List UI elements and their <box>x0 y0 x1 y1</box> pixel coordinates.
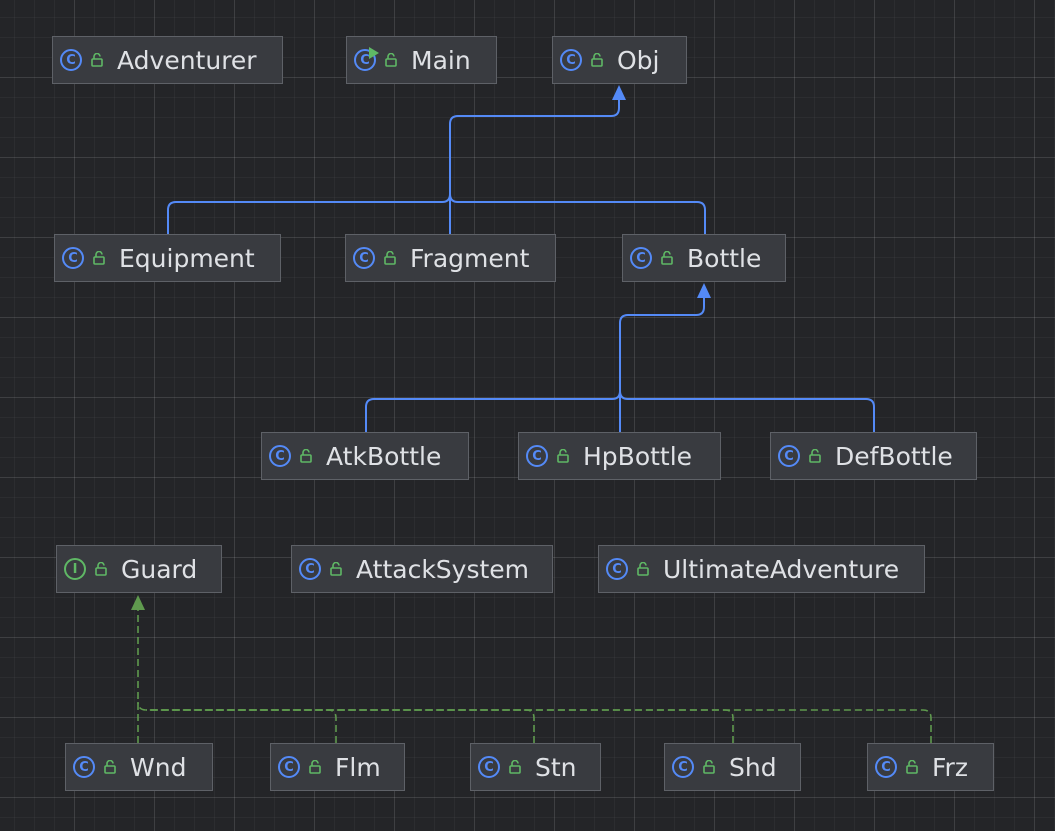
edge-bottle-obj <box>449 193 706 234</box>
class-icon: C <box>526 445 548 467</box>
class-icon: C <box>62 247 84 269</box>
class-node-hpbottle[interactable]: C HpBottle <box>518 432 721 480</box>
unlocked-icon <box>300 449 312 463</box>
class-icon: C <box>60 49 82 71</box>
class-node-equipment[interactable]: C Equipment <box>54 234 281 282</box>
edge-trunk-obj <box>449 96 620 125</box>
class-name: DefBottle <box>835 441 953 471</box>
interface-icon: I <box>64 558 86 580</box>
class-node-defbottle[interactable]: C DefBottle <box>770 432 977 480</box>
class-name: Adventurer <box>117 45 257 75</box>
edge-defbottle-bottle <box>619 390 875 432</box>
class-icon: C <box>606 558 628 580</box>
edge-flm-guard <box>137 701 337 743</box>
class-icon: C <box>672 756 694 778</box>
class-name: Fragment <box>410 243 530 273</box>
unlocked-icon <box>509 760 521 774</box>
class-node-bottle[interactable]: C Bottle <box>622 234 786 282</box>
edge-shd-guard <box>146 709 734 743</box>
implements-arrow-guard <box>131 595 145 610</box>
class-node-obj[interactable]: C Obj <box>552 36 687 84</box>
edge-equipment-obj <box>167 193 451 234</box>
class-icon: C <box>73 756 95 778</box>
runnable-class-icon: C <box>354 47 379 71</box>
class-name: HpBottle <box>583 441 693 471</box>
class-icon: C <box>630 247 652 269</box>
class-name: Flm <box>335 752 381 782</box>
edge-frz-guard <box>146 709 932 743</box>
extends-edges-obj <box>167 96 706 234</box>
unlocked-icon <box>309 760 321 774</box>
class-node-atkbottle[interactable]: C AtkBottle <box>261 432 469 480</box>
unlocked-icon <box>104 760 116 774</box>
extends-arrow-obj <box>612 85 626 100</box>
unlocked-icon <box>703 760 715 774</box>
unlocked-icon <box>385 53 397 67</box>
implements-edges-guard <box>137 610 932 743</box>
class-node-shd[interactable]: C Shd <box>664 743 801 791</box>
interface-name: Guard <box>121 554 198 584</box>
edge-stn-guard <box>146 709 535 743</box>
unlocked-icon <box>95 562 107 576</box>
class-icon: C <box>478 756 500 778</box>
class-name: Frz <box>932 752 968 782</box>
unlocked-icon <box>91 53 103 67</box>
class-name: Stn <box>535 752 577 782</box>
class-name: Main <box>411 45 471 75</box>
extends-arrow-bottle <box>697 283 711 298</box>
unlocked-icon <box>557 449 569 463</box>
class-name: AtkBottle <box>326 441 442 471</box>
class-node-attacksystem[interactable]: C AttackSystem <box>291 545 553 593</box>
class-node-stn[interactable]: C Stn <box>470 743 601 791</box>
class-node-fragment[interactable]: C Fragment <box>345 234 556 282</box>
class-icon: C <box>778 445 800 467</box>
unlocked-icon <box>809 449 821 463</box>
class-icon: C <box>278 756 300 778</box>
unlocked-icon <box>637 562 649 576</box>
class-icon: C <box>360 52 370 68</box>
class-node-frz[interactable]: C Frz <box>867 743 994 791</box>
unlocked-icon <box>384 251 396 265</box>
unlocked-icon <box>330 562 342 576</box>
edge-trunk-bottle <box>619 294 705 324</box>
class-name: Wnd <box>130 752 187 782</box>
class-icon: C <box>269 445 291 467</box>
unlocked-icon <box>906 760 918 774</box>
unlocked-icon <box>93 251 105 265</box>
class-icon: C <box>875 756 897 778</box>
class-node-ultimateadventure[interactable]: C UltimateAdventure <box>598 545 925 593</box>
class-name: Obj <box>617 45 660 75</box>
unlocked-icon <box>591 53 603 67</box>
class-icon: C <box>560 49 582 71</box>
class-name: Bottle <box>687 243 762 273</box>
class-name: Equipment <box>119 243 255 273</box>
class-icon: C <box>299 558 321 580</box>
class-node-main[interactable]: C Main <box>346 36 497 84</box>
class-icon: C <box>353 247 375 269</box>
edge-atkbottle-bottle <box>365 390 621 432</box>
class-name: UltimateAdventure <box>663 554 900 584</box>
run-icon <box>369 47 379 59</box>
unlocked-icon <box>661 251 673 265</box>
class-node-adventurer[interactable]: C Adventurer <box>52 36 283 84</box>
class-node-flm[interactable]: C Flm <box>270 743 405 791</box>
class-name: Shd <box>729 752 777 782</box>
extends-edges-bottle <box>365 294 875 432</box>
interface-node-guard[interactable]: I Guard <box>56 545 222 593</box>
class-node-wnd[interactable]: C Wnd <box>65 743 213 791</box>
class-name: AttackSystem <box>356 554 530 584</box>
